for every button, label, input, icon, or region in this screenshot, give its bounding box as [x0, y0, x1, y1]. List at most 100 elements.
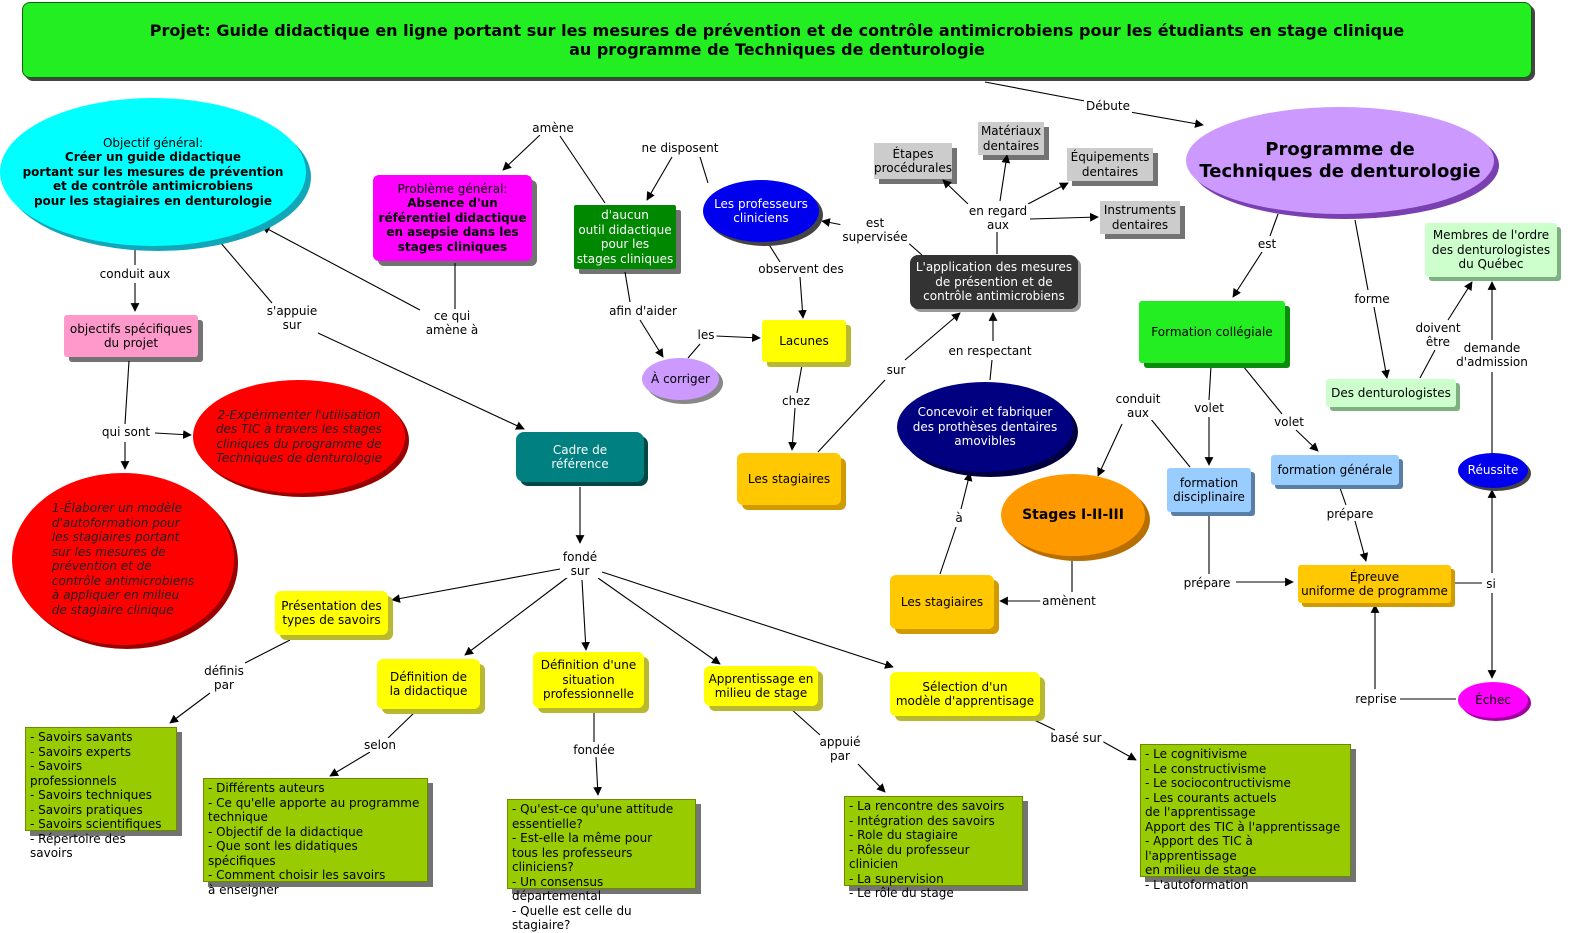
- link-qui-sont: qui sont: [99, 425, 153, 439]
- node-aucun-outil[interactable]: d'aucun outil didactique pour les stages…: [574, 205, 676, 269]
- link-amene: amène: [530, 121, 576, 135]
- edge-fonde-apprentissage: [597, 577, 721, 665]
- node-equipements[interactable]: Équipements dentaires: [1067, 148, 1153, 181]
- edge-regard-instruments: [1029, 212, 1099, 222]
- link-les: les: [695, 328, 717, 342]
- link-forme: forme: [1352, 292, 1392, 306]
- node-membres-text: Membres de l'ordre des denturologistes d…: [1431, 228, 1551, 272]
- edge-denturo-doivent: [1419, 349, 1436, 379]
- edge-conduit-stages: [1097, 423, 1123, 477]
- edge-generale-prepare: [1339, 487, 1347, 506]
- node-apprentissage-milieu-text: Apprentissage en milieu de stage: [708, 671, 814, 701]
- node-programme[interactable]: Programme de Techniques de denturologie: [1186, 107, 1494, 214]
- node-apprentissage-milieu[interactable]: Apprentissage en milieu de stage: [704, 666, 818, 706]
- node-obj2[interactable]: 2-Expérimenter l'utilisation des TIC à t…: [193, 380, 405, 493]
- link-fonde-sur: fondé sur: [560, 550, 600, 578]
- edge-collegiale-volet1: [1208, 365, 1212, 401]
- list-rencontre: - La rencontre des savoirs - Intégration…: [844, 796, 1023, 900]
- edge-profs-observent: [767, 242, 781, 263]
- node-definition-situation[interactable]: Définition d'une situation professionnel…: [533, 652, 644, 708]
- node-reussite[interactable]: Réussite: [1458, 453, 1528, 488]
- edge-objgen-sappuie: [219, 241, 273, 304]
- node-stages[interactable]: Stages I-II-III: [1001, 474, 1145, 556]
- edge-nedisposent-outil: [646, 156, 673, 201]
- list-savoirs-text: - Savoirs savants - Savoirs experts - Sa…: [30, 730, 162, 860]
- edge-stagiaires-sur: [817, 379, 886, 453]
- node-denturologistes-text: Des denturologistes: [1331, 385, 1451, 400]
- edge-selon-auteurs: [329, 751, 371, 777]
- node-materiaux[interactable]: Matériaux dentaires: [978, 122, 1044, 155]
- node-professeurs[interactable]: Les professeurs cliniciens: [703, 180, 819, 242]
- edge-regard-etapes: [942, 179, 969, 205]
- edge-prepare2-epreuve: [1354, 520, 1369, 562]
- edge-afin-corriger: [639, 319, 664, 358]
- node-epreuve[interactable]: Épreuve uniforme de programme: [1298, 565, 1451, 603]
- node-concevoir[interactable]: Concevoir et fabriquer des prothèses den…: [897, 382, 1073, 472]
- node-obj1-text: 1-Élaborer un modèle d'autoformation pou…: [51, 501, 195, 617]
- link-fondee: fondée: [571, 743, 617, 757]
- node-etapes-text: Étapes procédurales: [873, 146, 953, 176]
- node-echec-text: Échec: [1475, 692, 1511, 707]
- node-objectifs-specifiques[interactable]: objectifs spécifiques du projet: [64, 315, 198, 357]
- link-definis-par: définis par: [202, 664, 246, 692]
- link-si: si: [1484, 577, 1498, 591]
- node-membres[interactable]: Membres de l'ordre des denturologistes d…: [1425, 223, 1557, 277]
- edge-observent-lacunes: [798, 276, 807, 319]
- node-a-corriger[interactable]: À corriger: [642, 358, 719, 400]
- node-etapes[interactable]: Étapes procédurales: [874, 143, 952, 179]
- node-definition-didactique[interactable]: Définition de la didactique: [377, 659, 480, 709]
- edge-presentation-definis: [244, 639, 291, 664]
- node-formation-disciplinaire-text: formation disciplinaire: [1173, 475, 1245, 505]
- node-stagiaires-1[interactable]: Les stagiaires: [737, 453, 841, 505]
- node-selection-modele[interactable]: Sélection d'un modèle d'apprentisage: [890, 672, 1040, 716]
- list-cognitivisme: - Le cognitivisme - Le constructivisme -…: [1140, 744, 1351, 892]
- edge-disciplinaire-conduit: [1149, 417, 1191, 468]
- link-demande-admission: demande d'admission: [1454, 341, 1530, 369]
- edge-corriger-les: [687, 343, 701, 359]
- node-objectif-general[interactable]: Objectif général: Créer un guide didacti…: [0, 98, 306, 246]
- edge-les-lacunes: [715, 333, 761, 343]
- node-stages-text: Stages I-II-III: [1022, 506, 1124, 523]
- edge-fonde-situation: [581, 579, 590, 651]
- edge-programme-est: [1269, 213, 1279, 237]
- node-echec[interactable]: Échec: [1458, 682, 1528, 718]
- edge-volet2-generale: [1295, 429, 1319, 452]
- node-concevoir-text: Concevoir et fabriquer des prothèses den…: [912, 405, 1058, 449]
- node-application[interactable]: L'application des mesures de présention …: [910, 255, 1078, 309]
- edge-base-cognitivisme: [1099, 739, 1137, 761]
- node-materiaux-text: Matériaux dentaires: [980, 124, 1042, 153]
- node-formation-collegiale[interactable]: Formation collégiale: [1139, 301, 1285, 363]
- edge-selection-base: [1029, 717, 1056, 731]
- list-auteurs: - Différents auteurs - Ce qu'elle apport…: [203, 778, 428, 897]
- node-a-corriger-text: À corriger: [651, 371, 710, 386]
- edge-outil-afin: [624, 271, 631, 303]
- list-attitude-text: - Qu'est-ce qu'une attitude essentielle?…: [512, 802, 674, 932]
- node-probleme-general-body: Absence d'un référentiel didactique en a…: [378, 196, 527, 254]
- edge-regard-materiaux: [999, 154, 1011, 202]
- edge-cequi-objgen: [261, 225, 421, 311]
- project-title-line1: Projet: Guide didactique en ligne portan…: [149, 21, 1405, 40]
- node-obj1[interactable]: 1-Élaborer un modèle d'autoformation pou…: [12, 473, 234, 645]
- node-formation-disciplinaire[interactable]: formation disciplinaire: [1167, 468, 1251, 512]
- node-instruments[interactable]: Instruments dentaires: [1100, 201, 1180, 234]
- node-definition-situation-text: Définition d'une situation professionnel…: [540, 658, 637, 702]
- node-probleme-general[interactable]: Problème général: Absence d'un référenti…: [373, 175, 532, 261]
- edge-amene-probleme: [502, 134, 541, 171]
- edge-quisont-obj2: [154, 430, 192, 439]
- link-prepare-2: prépare: [1324, 507, 1376, 521]
- link-conduit-aux-2: conduit aux: [1113, 392, 1163, 420]
- edge-forme-denturologistes: [1373, 306, 1390, 379]
- node-stagiaires-2[interactable]: Les stagiaires: [890, 575, 994, 629]
- node-aucun-outil-text: d'aucun outil didactique pour les stages…: [576, 208, 674, 266]
- node-objectifs-specifiques-text: objectifs spécifiques du projet: [69, 321, 193, 351]
- node-presentation[interactable]: Présentation des types de savoirs: [275, 591, 388, 635]
- node-lacunes[interactable]: Lacunes: [762, 320, 846, 362]
- link-a: à: [953, 511, 965, 525]
- node-formation-generale[interactable]: formation générale: [1271, 455, 1399, 485]
- node-programme-text: Programme de Techniques de denturologie: [1199, 138, 1481, 182]
- node-denturologistes[interactable]: Des denturologistes: [1326, 379, 1456, 407]
- node-cadre[interactable]: Cadre de référence: [516, 432, 644, 482]
- list-rencontre-text: - La rencontre des savoirs - Intégration…: [849, 799, 1005, 900]
- node-lacunes-text: Lacunes: [779, 333, 829, 348]
- node-stagiaires-2-text: Les stagiaires: [900, 594, 984, 609]
